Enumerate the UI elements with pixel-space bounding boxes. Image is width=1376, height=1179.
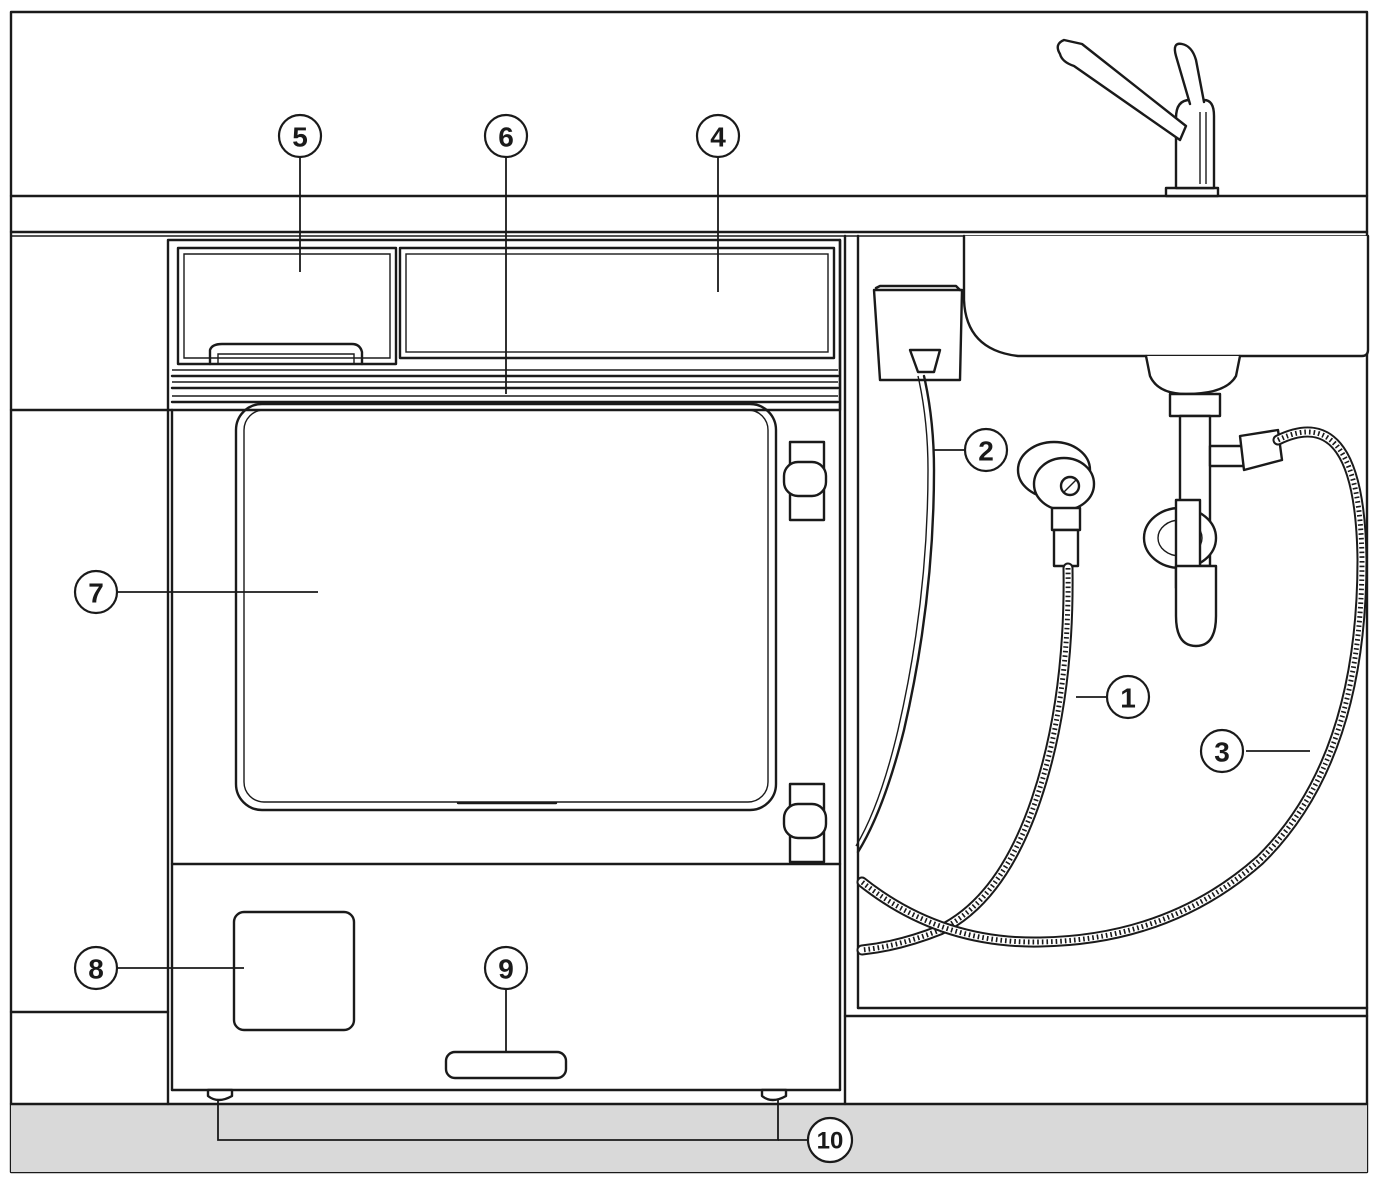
wall-socket-icon bbox=[872, 284, 964, 382]
sink-drain-trap-icon bbox=[1142, 354, 1284, 648]
left-cabinet bbox=[9, 408, 170, 1106]
door bbox=[234, 402, 778, 812]
door-seal bbox=[170, 369, 840, 404]
control-panel bbox=[398, 246, 836, 360]
callout-1: 1 bbox=[1105, 674, 1151, 720]
countertop bbox=[9, 194, 1369, 237]
service-panel bbox=[232, 910, 356, 1032]
svg-text:8: 8 bbox=[88, 954, 104, 985]
svg-text:2: 2 bbox=[978, 436, 994, 467]
svg-text:10: 10 bbox=[817, 1128, 844, 1155]
faucet-icon bbox=[1056, 38, 1220, 198]
svg-text:5: 5 bbox=[292, 122, 308, 153]
callout-6: 6 bbox=[483, 113, 529, 159]
callout-2: 2 bbox=[963, 427, 1009, 473]
svg-text:6: 6 bbox=[498, 122, 514, 153]
sink-basin bbox=[962, 234, 1370, 358]
water-tap-icon bbox=[1016, 440, 1096, 568]
drain-hose bbox=[856, 426, 1368, 948]
leader-lines bbox=[118, 158, 1310, 1141]
callout-7: 7 bbox=[73, 569, 119, 615]
callout-10: 10 bbox=[806, 1116, 854, 1164]
svg-text:1: 1 bbox=[1120, 683, 1136, 714]
kick-plate-handle bbox=[444, 1050, 568, 1080]
water-inlet-hose bbox=[856, 562, 1074, 956]
door-hinge-bottom bbox=[782, 782, 828, 864]
callout-9: 9 bbox=[483, 945, 529, 991]
callout-5: 5 bbox=[277, 113, 323, 159]
power-cord bbox=[856, 374, 936, 854]
svg-text:7: 7 bbox=[88, 578, 104, 609]
door-hinge-top bbox=[782, 440, 828, 522]
floor bbox=[11, 1104, 1367, 1172]
adjustable-feet bbox=[206, 1088, 788, 1102]
svg-text:9: 9 bbox=[498, 954, 514, 985]
callout-4: 4 bbox=[695, 113, 741, 159]
callout-3: 3 bbox=[1199, 728, 1245, 774]
callout-8: 8 bbox=[73, 945, 119, 991]
svg-text:4: 4 bbox=[710, 122, 726, 153]
svg-text:3: 3 bbox=[1214, 737, 1230, 768]
dispenser-compartment bbox=[176, 246, 398, 366]
